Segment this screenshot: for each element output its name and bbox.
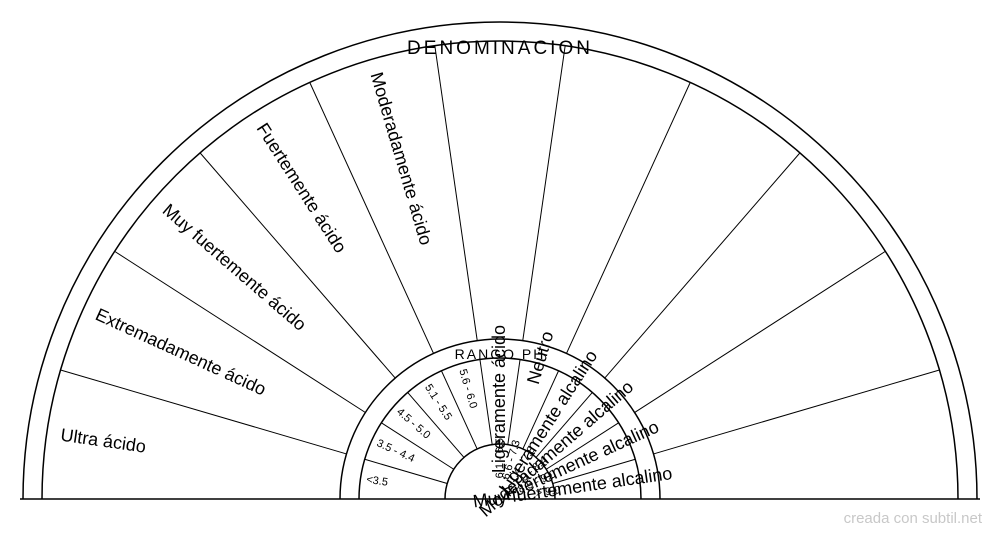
segment-outer-arc bbox=[41, 40, 959, 500]
category-label: Muy fuertemente ácido bbox=[159, 200, 310, 335]
ph-range-label: <3.5 bbox=[366, 474, 389, 489]
ph-divider bbox=[407, 392, 465, 458]
ph-divider bbox=[440, 370, 478, 450]
category-divider bbox=[522, 45, 566, 341]
category-divider bbox=[434, 45, 478, 341]
center-arc bbox=[444, 443, 556, 500]
ph-band-outer-arc bbox=[339, 338, 661, 500]
ph-divider bbox=[545, 422, 619, 470]
diagram-frame bbox=[20, 21, 980, 500]
segment-dividers bbox=[60, 45, 940, 484]
ph-range-label: > 9.0 bbox=[535, 484, 561, 499]
category-label: Moderadamente ácido bbox=[367, 70, 437, 248]
ph-range-label: 5.6 - 6.0 bbox=[456, 368, 479, 410]
ph-band-inner-arc bbox=[358, 357, 642, 500]
ph-divider bbox=[381, 422, 455, 470]
ph-range-label: 6.1 - 6.5 bbox=[494, 438, 506, 478]
outer-title-denominacion: DENOMINACION bbox=[407, 38, 593, 59]
ph-divider bbox=[522, 370, 560, 450]
category-divider bbox=[114, 250, 366, 413]
category-divider bbox=[604, 152, 801, 379]
category-divider bbox=[634, 250, 886, 413]
category-divider bbox=[566, 82, 691, 354]
category-divider bbox=[60, 369, 347, 455]
category-label: Ultra ácido bbox=[59, 425, 147, 457]
inner-title-rango-ph: RANGO PH bbox=[455, 346, 546, 362]
ph-range-label: 4.5 - 5.0 bbox=[394, 406, 432, 441]
category-label: Extremadamente ácido bbox=[92, 304, 269, 399]
category-divider bbox=[653, 369, 940, 455]
ph-divider bbox=[552, 458, 636, 484]
outer-arc bbox=[22, 21, 978, 500]
ph-divider bbox=[535, 392, 593, 458]
ph-divider bbox=[479, 359, 493, 445]
category-label: Ligeramente ácido bbox=[489, 325, 509, 473]
category-divider bbox=[199, 152, 396, 379]
ph-divider bbox=[364, 458, 448, 484]
titles: DENOMINACION RANGO PH bbox=[407, 38, 593, 362]
credit-text: creada con subtil.net bbox=[843, 510, 982, 527]
ph-divider bbox=[507, 359, 521, 445]
category-divider bbox=[309, 82, 434, 354]
